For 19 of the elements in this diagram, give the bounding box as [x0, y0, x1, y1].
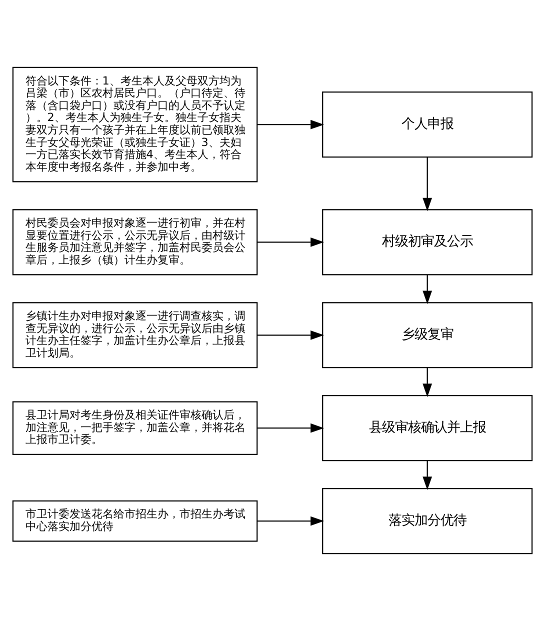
arrow	[257, 422, 324, 432]
node-box: 个人申报	[322, 91, 533, 158]
arrow	[422, 367, 432, 397]
node-box: 乡级复审	[322, 302, 533, 368]
arrow	[257, 516, 324, 526]
node-box: 县卫计局对考生身份及相关证件审核确认后，加注意见，一把手签字，加盖公章，并将花名上报市卫计委。	[12, 400, 258, 454]
node-box: 落实加分优待	[322, 488, 533, 554]
arrow	[422, 156, 432, 211]
node-box: 村民委员会对申报对象逐一进行初审，并在村显要位置进行公示，公示无异议后，由村级计生服务员加注意见并签字，加盖村民委员会公章后，上报乡（镇）计生办复审。	[12, 208, 258, 275]
arrow	[422, 274, 432, 304]
node-box: 市卫计委发送花名给市招生办，市招生办考试中心落实加分优待	[12, 500, 258, 542]
arrow	[257, 330, 324, 340]
node-box: 乡镇计生办对申报对象逐一进行调查核实，调查无异议的，进行公示，公示无异议后由乡镇计生办主任签字，加盖计生办公章后，上报县卫计划局。	[12, 302, 258, 368]
arrow	[257, 236, 324, 246]
arrow	[422, 460, 432, 490]
node-box: 县级审核确认并上报	[322, 394, 533, 461]
node-box: 村级初审及公示	[322, 208, 533, 275]
arrow	[257, 119, 324, 129]
node-box: 符合以下条件：1、考生本人及父母双方均为吕梁（市）区农村居民户口。（户口待定、待落（含口袋户口）或没有户口的人员不予认定）。2、考生本人为独生子女。独生子女指夫妻双方只有一个孩子并在上年度以前已领取独生子女父母光荣证（或独生子女证）3、夫妇一方已落实长效节育措施4、考生本人，符合本年度中考报名条件，并参加中考。	[12, 66, 258, 182]
